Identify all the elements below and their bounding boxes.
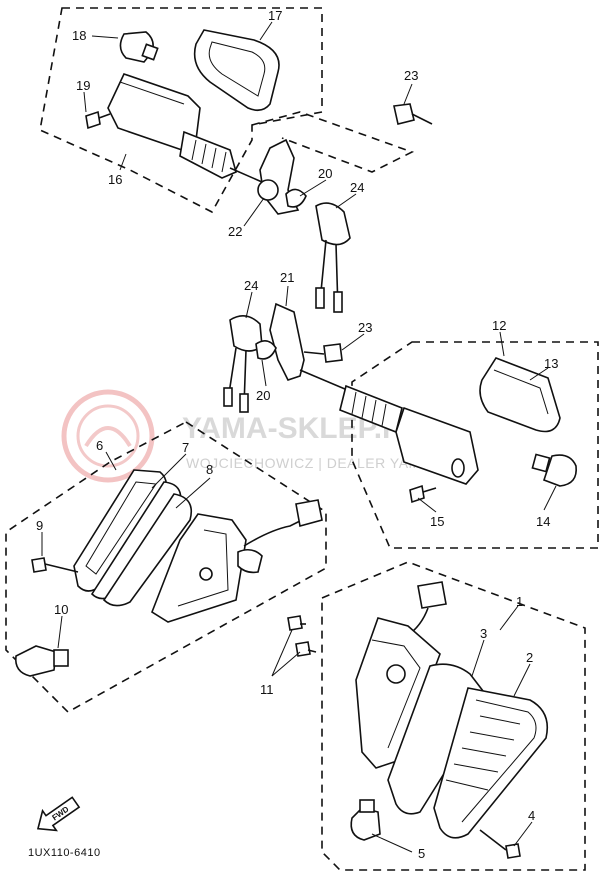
front-right-turn-signal — [350, 581, 549, 859]
bracket-21 — [269, 302, 305, 381]
bolt-23a — [393, 103, 415, 125]
group-box-front-left — [5, 421, 327, 713]
callout-22: 22 — [228, 224, 242, 239]
group-box-rear-left — [39, 7, 323, 214]
screw-9 — [31, 557, 47, 573]
bolt-23b — [323, 343, 343, 363]
watermark-subtitle: WOJCIECHOWICZ | DEALER YAMAHA — [186, 455, 451, 471]
gasket-8 — [102, 493, 193, 607]
callout-10: 10 — [54, 602, 68, 617]
callout-18: 18 — [72, 28, 86, 43]
callouts: 18 17 19 16 23 20 24 22 21 24 23 20 12 1… — [36, 8, 558, 861]
stem-16 — [179, 130, 237, 179]
callout-17: 17 — [268, 8, 282, 23]
callout-15: 15 — [430, 514, 444, 529]
rear-mount-middle — [223, 302, 353, 413]
callout-7: 7 — [182, 440, 189, 455]
callout-16: 16 — [108, 172, 122, 187]
rear-left-turn-signal — [85, 29, 280, 183]
connector-front-left — [295, 499, 323, 528]
callout-20-middle: 20 — [256, 388, 270, 403]
callout-5: 5 — [418, 846, 425, 861]
front-left-turn-signal — [14, 469, 323, 677]
callout-23-top: 23 — [404, 68, 418, 83]
callout-9: 9 — [36, 518, 43, 533]
connector-front-right — [417, 581, 447, 609]
lens-2 — [433, 687, 549, 839]
rear-right-turn-signal — [339, 357, 577, 504]
callout-24-middle: 24 — [244, 278, 258, 293]
callout-3: 3 — [480, 626, 487, 641]
housing-front-left — [151, 513, 247, 623]
watermark-logo-icon — [61, 389, 155, 483]
callout-19: 19 — [76, 78, 90, 93]
callout-23-middle: 23 — [358, 320, 372, 335]
callout-4: 4 — [528, 808, 535, 823]
callout-20-top: 20 — [318, 166, 332, 181]
screw-15 — [409, 484, 425, 504]
callout-12: 12 — [492, 318, 506, 333]
callout-13: 13 — [544, 356, 558, 371]
callout-21: 21 — [280, 270, 294, 285]
callout-8: 8 — [206, 462, 213, 477]
callout-6: 6 — [96, 438, 103, 453]
group-box-front-right — [321, 561, 586, 871]
grommet-20b — [255, 340, 277, 360]
lens-17 — [193, 29, 280, 112]
socket-24a — [315, 202, 351, 246]
socket-front-left — [237, 548, 263, 574]
bulb-14 — [542, 454, 577, 487]
callout-2: 2 — [526, 650, 533, 665]
callout-14: 14 — [536, 514, 550, 529]
group-box-rear-bracket — [251, 111, 415, 173]
bulb-10 — [14, 645, 57, 677]
grommet-20a — [285, 188, 307, 208]
reference-code: 1UX110-6410 — [28, 847, 101, 859]
housing-1 — [355, 617, 441, 769]
fwd-arrow-icon: FWD — [36, 796, 81, 832]
screw-4 — [505, 843, 521, 859]
bulb-5 — [350, 807, 381, 841]
rear-mount-top — [257, 103, 433, 313]
screw-19 — [85, 110, 101, 130]
lens-13 — [479, 357, 561, 433]
callout-24-top: 24 — [350, 180, 364, 195]
callout-11: 11 — [260, 682, 274, 697]
screws-11 — [287, 615, 317, 657]
housing-12 — [395, 406, 479, 485]
leader-lines — [41, 21, 557, 853]
group-box-rear-right — [351, 341, 599, 549]
callout-1: 1 — [516, 594, 523, 609]
